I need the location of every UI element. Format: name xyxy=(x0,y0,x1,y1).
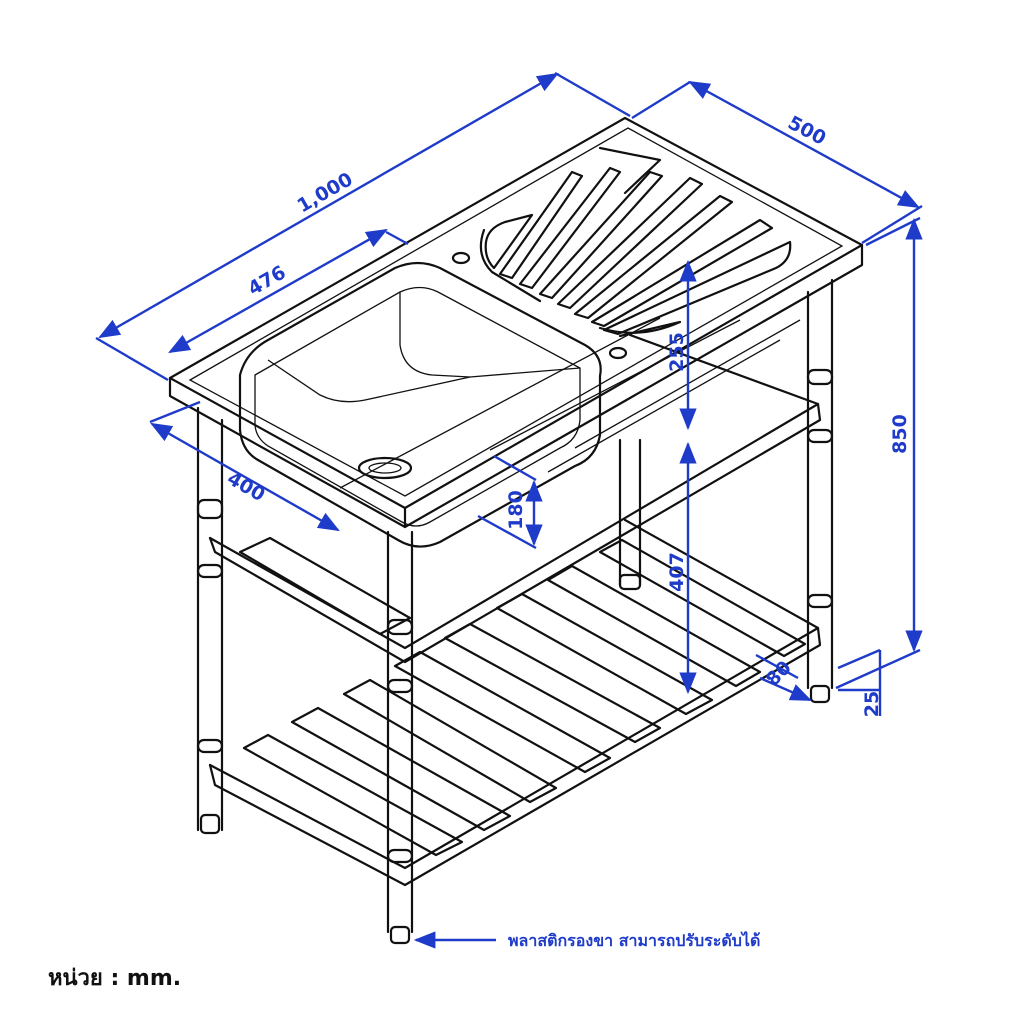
sink-bowl xyxy=(238,251,628,548)
upper-shelf xyxy=(208,317,822,664)
dimension-height-label: 850 xyxy=(889,414,911,454)
dimension-depth-label: 500 xyxy=(784,112,829,150)
tap-hole-right xyxy=(608,346,628,360)
dimension-foot-height-label: 25 xyxy=(861,691,883,717)
legs xyxy=(196,278,834,945)
dimension-bowl-length-label: 476 xyxy=(244,261,289,300)
dimension-shelf-gap-label: 407 xyxy=(666,552,688,592)
unit-label: หน่วย : mm. xyxy=(48,966,181,991)
drain-hole xyxy=(357,456,413,480)
dimension-length-label: 1,000 xyxy=(293,168,356,217)
leveling-foot-note: พลาสติกรองขา สามารถปรับระดับได้ xyxy=(508,931,760,950)
drainboard xyxy=(479,146,792,338)
dimension-top-to-shelf-label: 255 xyxy=(666,332,688,372)
tap-hole-left xyxy=(451,251,471,265)
lower-shelf xyxy=(208,518,822,887)
sink-top xyxy=(168,116,864,529)
dimension-bowl-depth-label: 180 xyxy=(505,490,527,530)
dimension-bowl-width-label: 400 xyxy=(223,467,268,506)
dimension-lines xyxy=(95,71,923,949)
